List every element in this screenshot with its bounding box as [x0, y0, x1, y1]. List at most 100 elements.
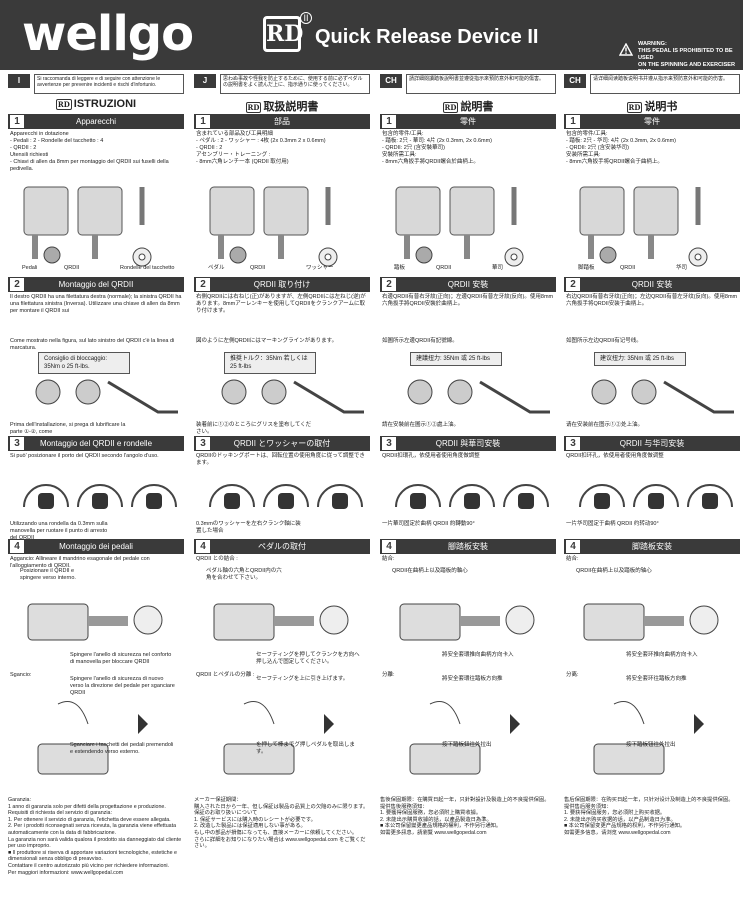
- release-step-1: 將安全套環往踏板方向推: [442, 676, 503, 682]
- parts-block: Apparecchi in dotazione - Pedali : 2 - R…: [8, 129, 184, 277]
- torque-box: 建议扭力: 35Nm 或 25 ft-lbs: [594, 352, 686, 366]
- warning-icon: [619, 43, 633, 56]
- language-column: J 思わぬ事故や怪我を防止するために、使用する前に必ずペダルの説明書をよく読んだ…: [194, 74, 370, 896]
- warranty-footer: 售後保固期限：在購買日起一年，只針對設計及製造上的不良提供保固。 提供售後服務須…: [380, 797, 550, 836]
- marking-text: 如圖所示左邊QRDII有記號線。: [382, 338, 458, 344]
- torque-box: 推奨トルク：35Nm 若しくは 25 ft-lbs: [224, 352, 316, 374]
- page-title: Quick Release Device II: [315, 26, 539, 48]
- washer-illustration: [209, 484, 363, 509]
- language-tag: CH: [380, 74, 402, 88]
- intro-notice: Si raccomanda di leggere e di seguire co…: [34, 74, 184, 94]
- install-text: Il destro QRDII ha una filettatura destr…: [10, 294, 182, 314]
- part-label-washers: 華司: [492, 265, 504, 271]
- connect-illustration: [27, 603, 163, 641]
- connect-illustration: [399, 603, 535, 641]
- washer-text: Si può' posizionare il porto del QRDII s…: [10, 453, 159, 459]
- connect-illustration: [583, 603, 719, 641]
- parts-block: 包含的零件/工具: - 踏板: 2只 - 華司: 4片 (2x 0.3mm, 2…: [380, 129, 556, 277]
- washer-illustration: [579, 484, 733, 509]
- part-label-pedals: 踏板: [394, 265, 406, 271]
- release-illustration: [593, 701, 704, 775]
- rd-mini-logo: RD: [245, 102, 262, 113]
- washer-text: QRDIIのドッキングポートは、回転位置の使用角度に従って調整できます。: [196, 453, 365, 466]
- part-label-washers: Rondelle del tacchetto: [120, 265, 175, 271]
- connect-text: QRDII との結合 :: [196, 556, 238, 562]
- connect-text: 结合:: [566, 556, 579, 562]
- lubricate-text: 装着前に①②のところにグリスを塗布してください。: [196, 422, 312, 435]
- lubricate-text: 请在安装前在图示①②处上油。: [566, 422, 644, 428]
- washer-caption: 一片华司固定于曲柄 QRDII 约转动90°: [566, 521, 659, 527]
- pedal-illustration: [395, 186, 524, 267]
- release-text: 分离:: [566, 672, 579, 678]
- part-label-pedals: ペダル: [208, 265, 225, 271]
- washer-caption: Utilizzando una rondella da 0.3mm sulla …: [10, 521, 108, 539]
- connect-step-1: QRDII在曲柄上以及踏板的轴心: [576, 568, 652, 574]
- rd-logo: RD: [263, 16, 303, 52]
- connect-step-2: セーフティングを押してクランクを方向へ押し込んで固定してください。: [256, 652, 360, 665]
- language-tag: J: [194, 74, 216, 88]
- pedal-mount-block: QRDII との結合 : ペダル軸の六角とQRDII内の六角を合わせて下さい。 …: [194, 554, 370, 794]
- part-label-pedals: 脚踏板: [578, 265, 595, 271]
- rd-logo-sup: II: [300, 12, 312, 24]
- washer-illustration: [395, 484, 549, 509]
- install-block: 右边QRDII有普右牙纹(正向)；左边QRDII有普左牙纹(反向)。使用8mm六…: [564, 292, 740, 436]
- language-tag: I: [8, 74, 30, 88]
- connect-step-2: 將安全套環推向曲柄方向卡入: [442, 652, 514, 658]
- parts-block: 包含的零件/工具: - 踏板: 2只 - 华司: 4片 (2x 0.3mm, 2…: [564, 129, 740, 277]
- release-illustration: [409, 701, 520, 775]
- release-illustration: [223, 701, 334, 775]
- lubricate-text: Prima dell'installazione, si prega di lu…: [10, 422, 126, 435]
- install-block: 右邊QRDII有普右牙紋(正向)；左邊QRDII有普左牙紋(反向)。使用8mm六…: [380, 292, 556, 436]
- pedal-illustration: [209, 186, 338, 267]
- part-label-qrd: QRDII: [436, 265, 452, 271]
- language-tag: CH: [564, 74, 586, 88]
- connect-text: Aggancio: Allineare il mandrino esagonal…: [10, 556, 150, 569]
- parts-text: 含まれている部品及び工具明細 - ペダル : 2 - ワッシャー : 4枚 (2…: [196, 131, 326, 165]
- parts-text: 包含的零件/工具: - 踏板: 2只 - 华司: 4片 (2x 0.3mm, 2…: [566, 131, 677, 165]
- part-label-washers: 华司: [676, 265, 688, 271]
- washer-block: QRDII扣环孔，依使用者使用角度做调整 一片华司固定于曲柄 QRDII 约转动…: [564, 451, 740, 539]
- parts-text: Apparecchi in dotazione - Pedali : 2 - R…: [10, 131, 169, 172]
- release-step-1: 将安全套环往踏板方向推: [626, 676, 687, 682]
- pedal-illustration: [579, 186, 708, 267]
- release-step-2: を押して棒までグ押しペダルを取出します。: [256, 742, 355, 755]
- pedal-mount-block: Aggancio: Allineare il mandrino esagonal…: [8, 554, 184, 794]
- release-step-2: 按下踏板钮往外拉出: [626, 742, 676, 748]
- install-block: 右側QRDIIには右ねじ(正)がありますが、左側QRDIIには左ねじ(逆)があり…: [194, 292, 370, 436]
- marking-text: 図のように左側QRDIIにはマーキングラインがあります。: [196, 338, 338, 344]
- header-bar: wellgo RD II Quick Release Device II WAR…: [0, 0, 743, 75]
- allen-key-illustration: [35, 379, 178, 414]
- warranty-footer: メーカー保証期間： 購入された日から一年、但し保証は製品の品質上の欠陥のみに限り…: [194, 797, 369, 850]
- release-text: QRDII とペダルの分離 :: [196, 672, 255, 678]
- install-block: Il destro QRDII ha una filettatura destr…: [8, 292, 184, 436]
- connect-step-2: 将安全套环推向曲柄方向卡入: [626, 652, 698, 658]
- release-step-1: セーフティングを上に引き上げます。: [256, 676, 349, 682]
- washer-block: QRDIIのドッキングポートは、回転位置の使用角度に従って調整できます。 0.3…: [194, 451, 370, 539]
- allen-key-illustration: [407, 379, 550, 414]
- washer-caption: 一片華司固定於曲柄 QRDII 約轉動90°: [382, 521, 475, 527]
- washer-text: QRDII扣环孔，依使用者使用角度做调整: [566, 453, 664, 459]
- torque-box: Consiglio di bloccaggio: 35Nm o 25 ft-lb…: [38, 352, 130, 374]
- pedal-mount-block: 結合: QRDII在曲柄上以及踏板的軸心 將安全套環推向曲柄方向卡入 分離: 將…: [380, 554, 556, 794]
- intro-notice: 思わぬ事故や怪我を防止するために、使用する前に必ずペダルの説明書をよく読んだ上に…: [220, 74, 370, 94]
- rd-mini-logo: RD: [55, 99, 72, 110]
- marking-text: 如图所示左边QRDII有记号线。: [566, 338, 642, 344]
- pedal-mount-block: 结合: QRDII在曲柄上以及踏板的轴心 将安全套环推向曲柄方向卡入 分离: 将…: [564, 554, 740, 794]
